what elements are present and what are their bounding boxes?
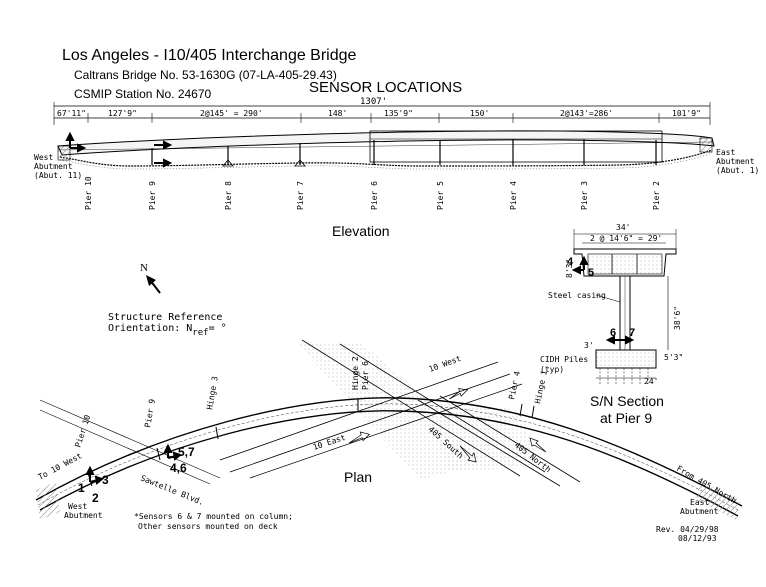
pier-label: Pier 4 [509,181,518,210]
plan-hinge1-label: Hinge 1 [533,369,549,404]
svg-text:Abutment: Abutment [716,157,755,166]
elevation-sensor-arrows [65,131,173,168]
span-label: 150' [470,109,489,118]
plan-hinge3-label: Hinge 3 [205,375,220,410]
column-height: 38'6" [673,306,682,330]
box-girder-section [573,248,677,277]
footing-right-dim: 5'3" [664,353,683,362]
pier-label: Pier 3 [580,181,589,210]
structure-reference-label: Structure Reference [108,312,222,323]
span-label: 101'9" [672,109,701,118]
svg-text:East: East [690,498,709,507]
bridge-deck [57,130,715,156]
traffic-direction-arrows [348,388,547,463]
north-arrow-icon [146,275,161,294]
piles-label: CIDH Piles [540,355,588,364]
page-title: Los Angeles - I10/405 Interchange Bridge [62,47,357,64]
pier-label: Pier 2 [652,181,661,210]
svg-text:East: East [716,148,735,157]
revision-date-1: Rev. 04/29/98 [656,525,719,534]
ten-east-label: 10 East [312,433,347,452]
section-title: S/N Section [590,393,664,409]
plan-pier4-label: Pier 4 [507,370,522,400]
sensor-7-label: 7 [629,327,635,339]
span-label: 135'9" [384,109,413,118]
section-total-width: 34' [616,223,630,232]
plan-sensor-57-label: 5,7 [178,445,195,459]
section-sensor-arrows [571,255,635,345]
footing-width: 24' [644,377,658,386]
elevation-view: 1307' 67'11" 127'9" 2@145' = 290' 148' 1… [34,97,759,239]
plan-sensor-1-label: 1 [78,481,85,495]
span-ticks [87,113,660,123]
plan-sensor-arrows [85,443,183,485]
span-label: 2@143'=286' [560,109,613,118]
section-depth: 8'3" [565,259,574,278]
section-subtitle: at Pier 9 [600,410,652,426]
pier-labels: Pier 10 Pier 9 Pier 8 Pier 7 Pier 6 Pier… [84,176,661,210]
svg-text:Abutment: Abutment [680,507,719,516]
revision-date-2: 08/12/93 [678,534,717,543]
overall-length-label: 1307' [360,97,387,107]
box-girder-segment [369,130,663,163]
sawtelle-label: Sawtelle Blvd. [139,474,205,508]
span-label: 127'9" [108,109,137,118]
span-label: 2@145' = 290' [200,109,263,118]
csmip-station-number: CSMIP Station No. 24670 [74,87,212,101]
span-labels: 67'11" 127'9" 2@145' = 290' 148' 135'9" … [57,109,701,118]
west-abutment-label: West Abutment (Abut. 11) [34,153,82,180]
ground-profile [59,149,713,167]
plan-view: Pier 10 Pier 9 Hinge 3 Hinge 2 Pier 6 Pi… [35,339,743,520]
bridge-plan-curve-outer [35,397,743,507]
plan-pier9-label: Pier 9 [143,398,157,428]
plan-hinge2-label: Hinge 2 [351,356,360,390]
footing-left-dim: 3' [584,341,594,350]
bridge-plan-curve-inner [39,410,739,517]
plan-pier10-label: Pier 10 [73,414,92,449]
pier-label: Pier 6 [370,181,379,210]
pier-label: Pier 9 [148,181,157,210]
north-label: N [140,262,148,274]
pier-label: Pier 7 [296,181,305,210]
orientation-label: Orientation: Nref= ° [108,323,227,338]
section-inner-width: 2 @ 14'6" = 29' [590,234,662,243]
note-line-1: *Sensors 6 & 7 mounted on column; [134,512,293,521]
north-orientation: N Structure Reference Orientation: Nref=… [108,262,227,338]
notes: *Sensors 6 & 7 mounted on column; Other … [134,512,719,543]
plan-sensor-3-label: 3 [102,473,109,487]
note-line-2: Other sensors mounted on deck [138,522,278,531]
piles-typ-label: (typ) [540,365,564,374]
svg-text:West: West [34,153,53,162]
caltrans-bridge-number: Caltrans Bridge No. 53-1630G (07-LA-405-… [74,68,337,82]
ten-west-label: 10 West [428,354,463,374]
pier-label: Pier 10 [84,176,93,210]
elevation-piers [151,139,657,165]
sensor-4-label: 4 [567,256,574,268]
span-label: 148' [328,109,347,118]
plan-sensor-46-label: 4,6 [170,461,187,475]
sensor-5-label: 5 [588,267,594,279]
svg-text:(Abut. 11): (Abut. 11) [34,171,82,180]
svg-text:(Abut. 1): (Abut. 1) [716,166,759,175]
pier-label: Pier 8 [224,181,233,210]
plan-sensor-2-label: 2 [92,491,99,505]
elevation-title: Elevation [332,223,390,239]
header: Los Angeles - I10/405 Interchange Bridge… [62,47,462,101]
plan-pier6-label: Pier 6 [361,361,370,390]
pier-footing [595,349,657,369]
section-at-pier-9: 34' 2 @ 14'6" = 29' 8'3" 38'6" Steel cas… [540,223,683,426]
span-label: 67'11" [57,109,86,118]
sensor-locations-title: SENSOR LOCATIONS [309,79,462,96]
svg-text:Abutment: Abutment [64,511,103,520]
east-abutment-label: East Abutment (Abut. 1) [716,148,759,175]
cidh-piles [599,368,649,384]
steel-casing-label: Steel casing [548,291,606,300]
svg-text:Abutment: Abutment [34,162,73,171]
svg-text:West: West [68,502,87,511]
pier-label: Pier 5 [436,181,445,210]
sensor-6-label: 6 [610,327,616,339]
plan-title: Plan [344,469,372,485]
to-10-west-label: To 10 West [37,451,84,482]
